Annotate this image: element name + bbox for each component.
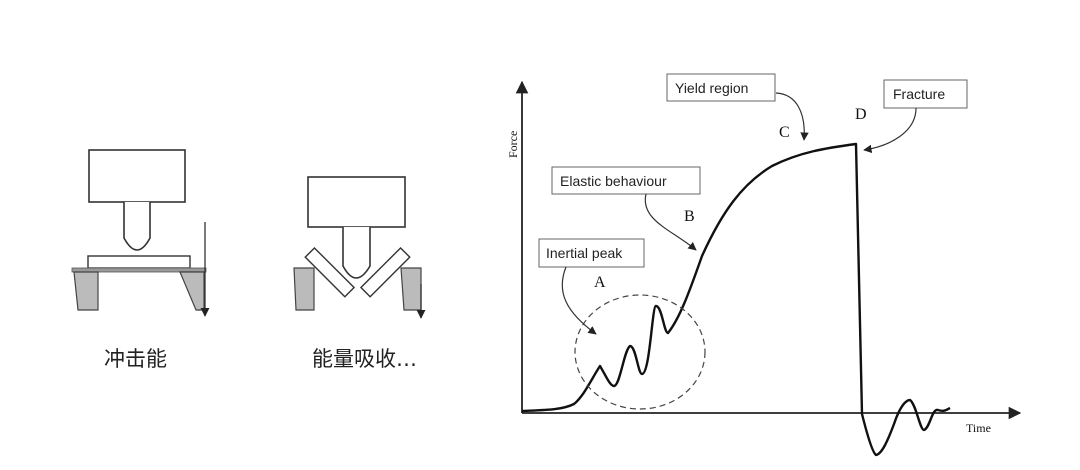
force-curve [521, 142, 951, 457]
specimen-bar [87, 255, 191, 269]
impact-illustration [71, 149, 210, 317]
absorption-illustration [293, 176, 426, 319]
callout-inertial: Inertial peak [538, 238, 645, 335]
label-d: D [855, 106, 867, 123]
inertial-region-circle [574, 294, 706, 410]
callout-yield: Yield region [666, 73, 809, 141]
force-time-chart: Force Time A B C D Inertial peak Elastic… [506, 73, 1022, 457]
broken-specimen-right [359, 246, 411, 298]
callout-inertial-label: Inertial peak [546, 245, 623, 261]
callout-fracture: Fracture [863, 79, 968, 153]
striker-tip-2 [342, 227, 371, 279]
callout-elastic-label: Elastic behaviour [560, 173, 667, 189]
broken-specimen-left [304, 246, 356, 298]
support-left [73, 271, 99, 311]
label-a: A [594, 274, 606, 291]
caption-impact-energy: 冲击能 [104, 347, 167, 371]
callout-yield-label: Yield region [675, 80, 748, 96]
support-left-2 [293, 267, 315, 311]
y-axis-label: Force [506, 131, 520, 158]
callout-fracture-label: Fracture [893, 86, 945, 102]
striker-head [88, 149, 186, 203]
anvil-base [71, 267, 207, 273]
label-b: B [684, 208, 695, 225]
striker-head-2 [307, 176, 406, 228]
caption-energy-absorption: 能量吸收… [312, 347, 417, 371]
support-right-2 [400, 267, 422, 311]
label-c: C [779, 124, 790, 141]
callout-elastic: Elastic behaviour [551, 166, 701, 251]
x-axis-label: Time [966, 421, 991, 435]
striker-tip [123, 202, 151, 251]
